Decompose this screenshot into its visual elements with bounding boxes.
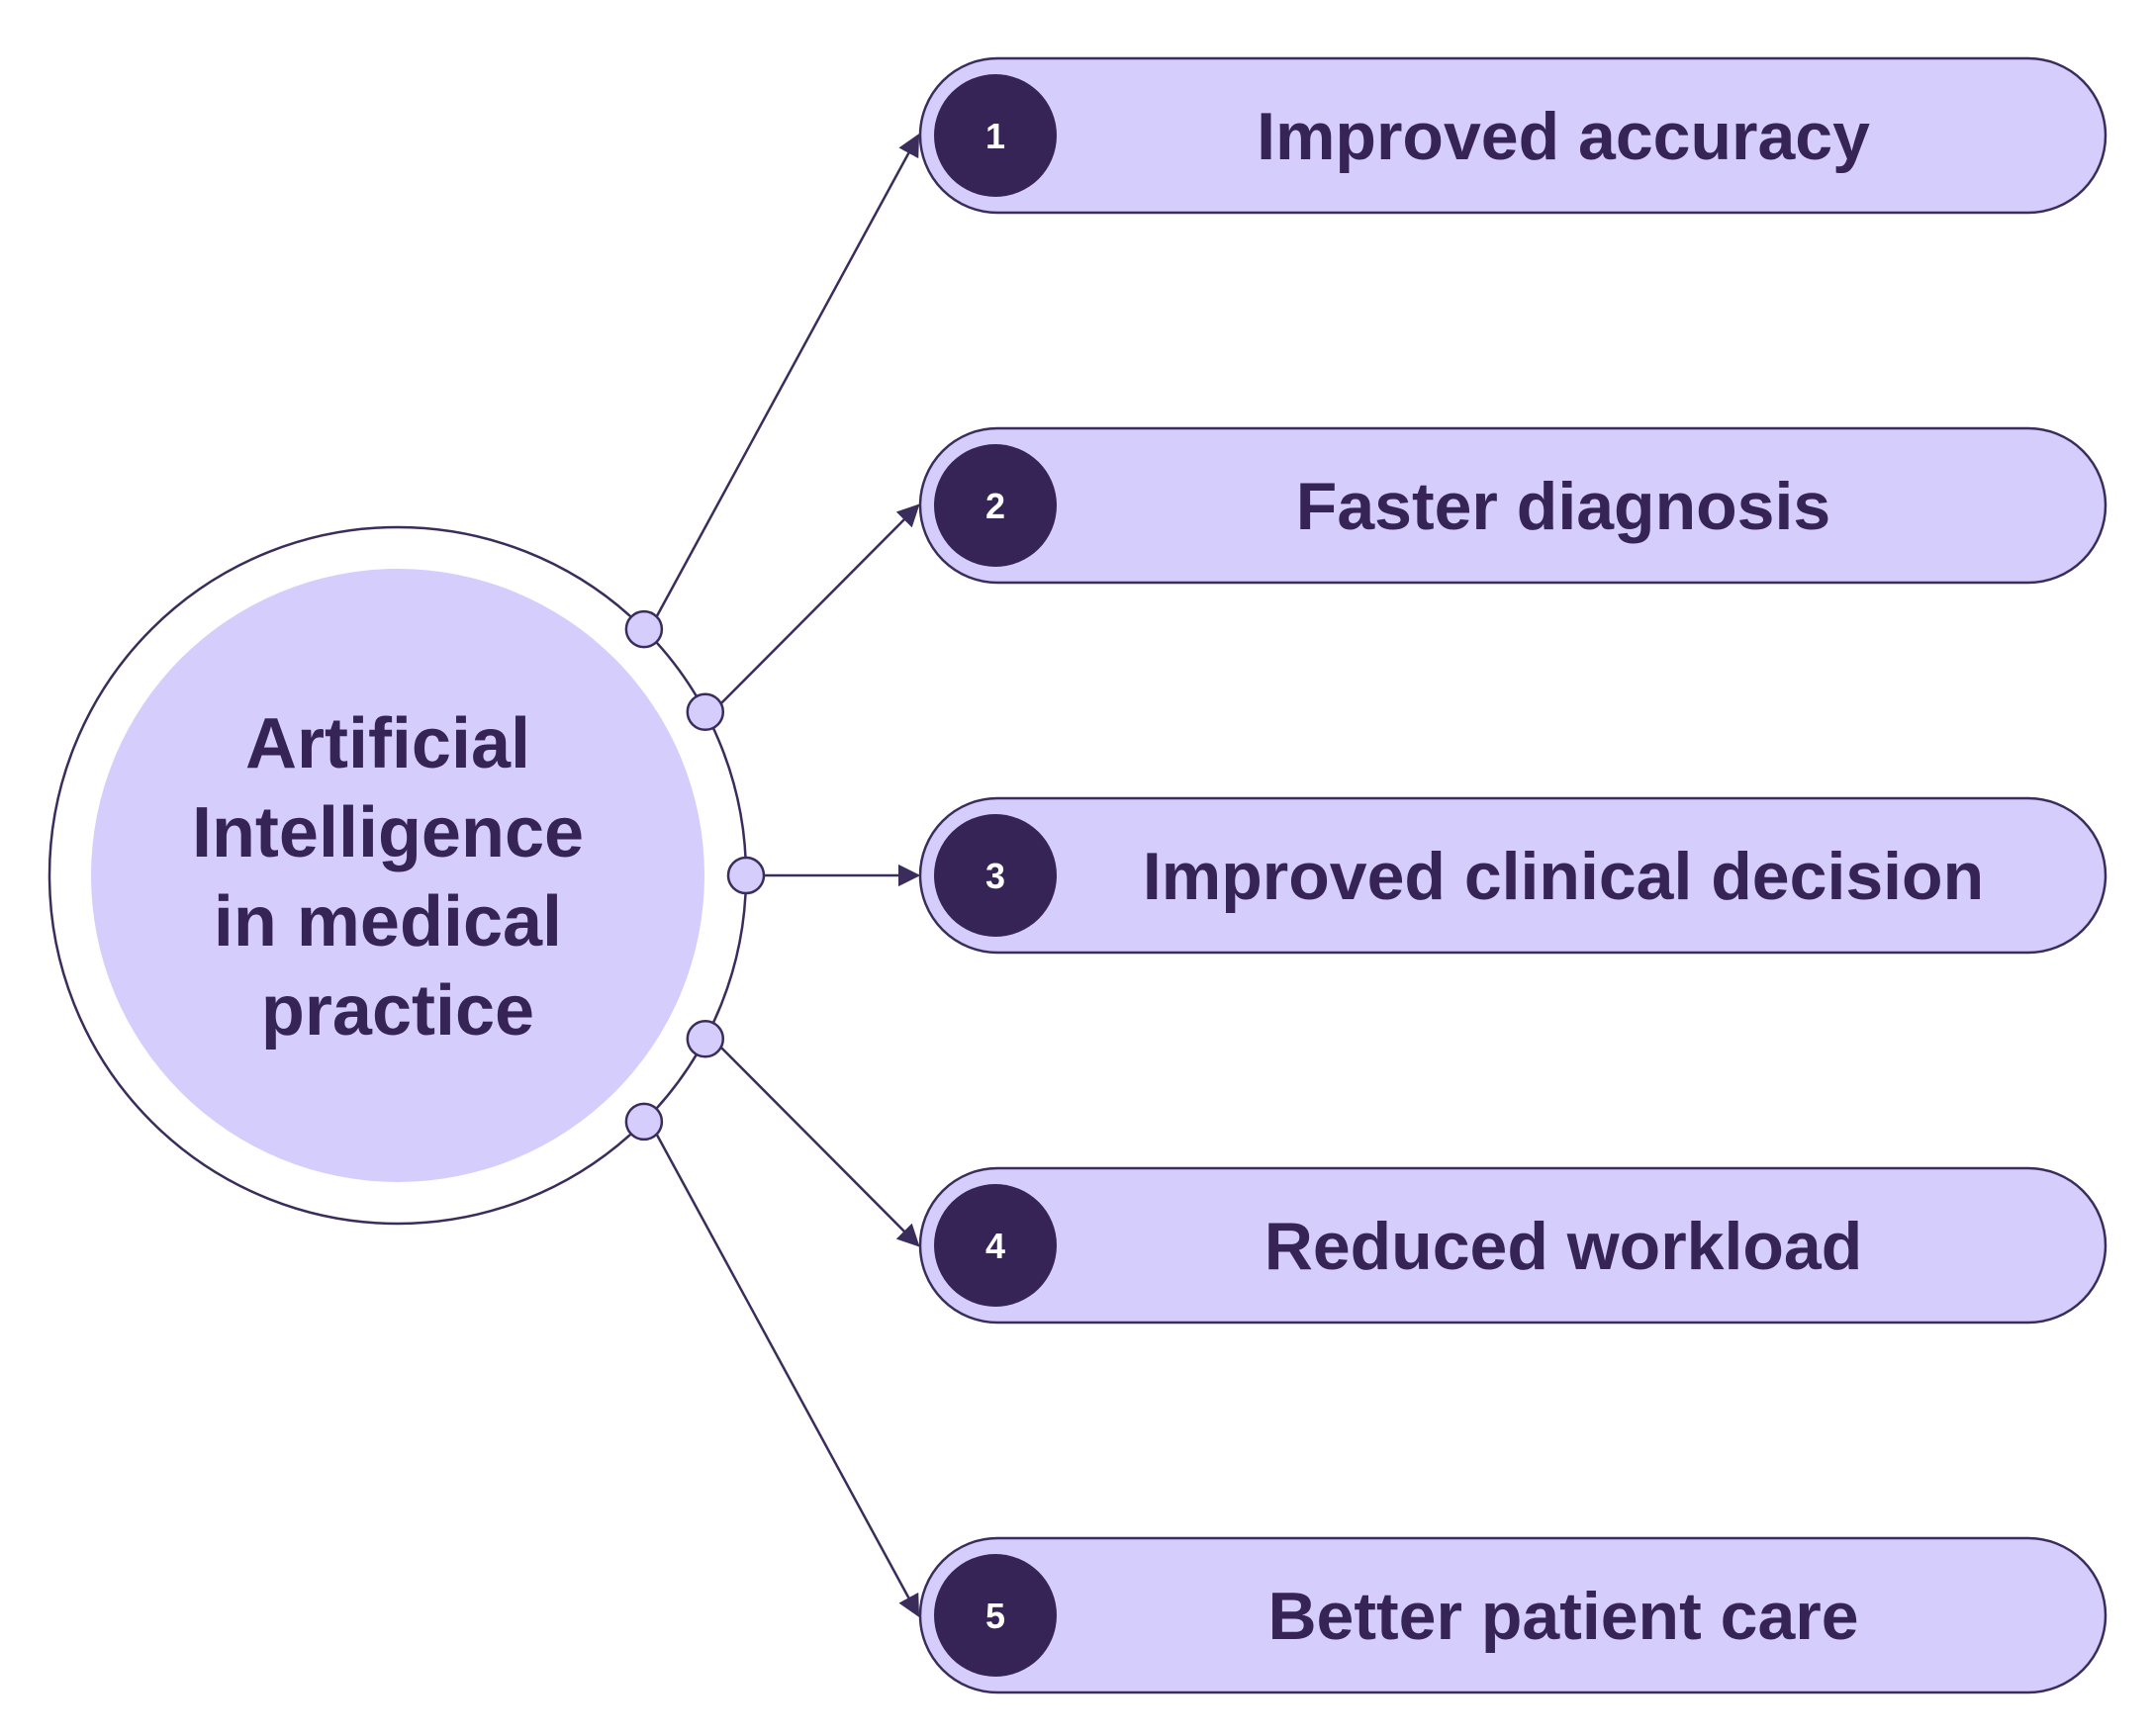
hub-title: Artificial Intelligence in medical pract… <box>192 704 604 1051</box>
hub-title-line-4: practice <box>261 971 534 1051</box>
benefit-item-1: 1 Improved accuracy <box>918 56 2107 215</box>
number-badge <box>934 1554 1057 1677</box>
hub: Artificial Intelligence in medical pract… <box>47 525 748 1226</box>
benefit-pill <box>918 56 2107 215</box>
benefit-pill <box>918 1536 2107 1694</box>
hub-title-line-3: in medical <box>214 882 562 961</box>
hub-title-line-1: Artificial <box>245 704 530 783</box>
benefit-pill <box>918 796 2107 955</box>
connector-line-4 <box>719 1046 920 1247</box>
benefit-label: Better patient care <box>1267 1579 1858 1654</box>
connector-line-5 <box>655 1134 920 1617</box>
ring-anchor-5 <box>624 1102 664 1142</box>
ring-anchor-4 <box>686 1020 725 1058</box>
benefit-label: Improved accuracy <box>1257 99 1870 174</box>
number-badge-label: 1 <box>985 116 1005 156</box>
benefit-item-5: 5 Better patient care <box>918 1536 2107 1694</box>
benefit-label: Reduced workload <box>1264 1209 1863 1284</box>
benefit-item-4: 4 Reduced workload <box>918 1166 2107 1325</box>
benefit-label: Improved clinical decision <box>1143 839 1984 914</box>
benefit-item-2: 2 Faster diagnosis <box>918 426 2107 585</box>
benefit-pill <box>918 426 2107 585</box>
hub-title-line-2: Intelligence <box>192 793 584 872</box>
ring-anchors <box>624 609 766 1142</box>
connector-line-1 <box>655 134 920 617</box>
benefit-list: 1 Improved accuracy 2 Faster diagnosis 3 Impr… <box>918 56 2107 1694</box>
hub-inner-circle <box>91 569 704 1182</box>
number-badge <box>934 1184 1057 1307</box>
benefit-item-3: 3 Improved clinical decision <box>918 796 2107 955</box>
number-badge-label: 5 <box>985 1596 1005 1636</box>
number-badge <box>934 444 1057 567</box>
benefit-label: Faster diagnosis <box>1296 469 1830 544</box>
number-badge <box>934 814 1057 937</box>
connector-line-2 <box>719 503 920 705</box>
ring-anchor-1 <box>624 609 664 649</box>
ring-anchor-2 <box>686 692 725 731</box>
connector-lines <box>655 134 921 1617</box>
ring-anchor-3 <box>726 856 766 895</box>
number-badge <box>934 74 1057 197</box>
number-badge-label: 2 <box>985 486 1005 526</box>
number-badge-label: 4 <box>985 1226 1005 1266</box>
number-badge-label: 3 <box>985 856 1005 896</box>
benefit-pill <box>918 1166 2107 1325</box>
